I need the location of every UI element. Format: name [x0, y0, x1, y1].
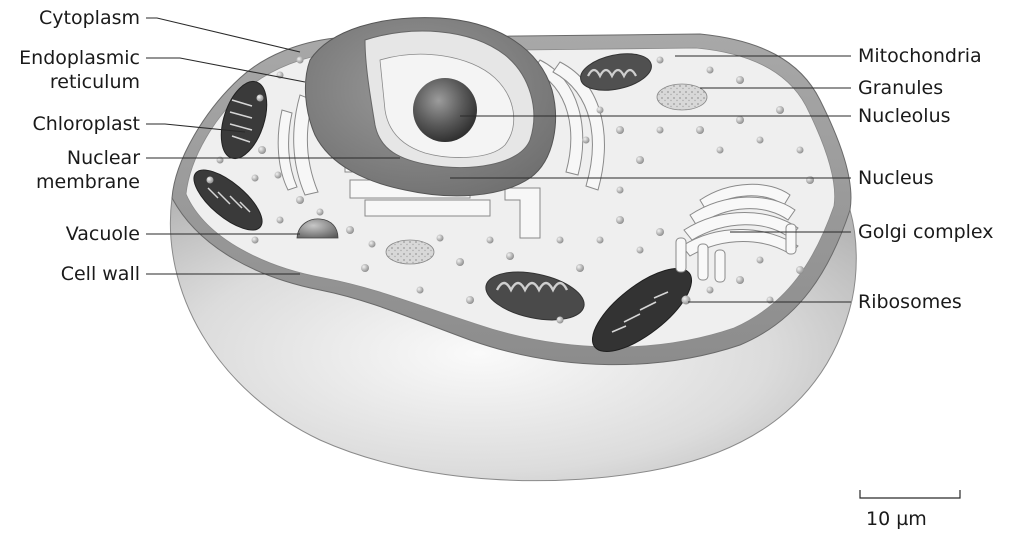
label-endoplasmic: Endoplasmic: [0, 47, 140, 70]
label-golgi-complex: Golgi complex: [858, 221, 994, 244]
label-granules: Granules: [858, 77, 943, 100]
granule-left: [386, 240, 434, 264]
label-reticulum: reticulum: [0, 71, 140, 94]
label-cell-wall: Cell wall: [0, 263, 140, 286]
label-nucleolus: Nucleolus: [858, 105, 951, 128]
label-nuclear: Nuclear: [0, 147, 140, 170]
label-membrane: membrane: [0, 171, 140, 194]
label-mitochondria: Mitochondria: [858, 45, 982, 68]
label-vacuole: Vacuole: [0, 223, 140, 246]
label-ribosomes: Ribosomes: [858, 291, 962, 314]
label-chloroplast: Chloroplast: [0, 113, 140, 136]
scale-bar-label: 10 µm: [866, 508, 927, 531]
label-nucleus: Nucleus: [858, 167, 934, 190]
nucleolus: [413, 78, 477, 142]
scale-bar: [860, 490, 960, 498]
granule-right: [657, 84, 707, 110]
label-cytoplasm: Cytoplasm: [0, 7, 140, 30]
